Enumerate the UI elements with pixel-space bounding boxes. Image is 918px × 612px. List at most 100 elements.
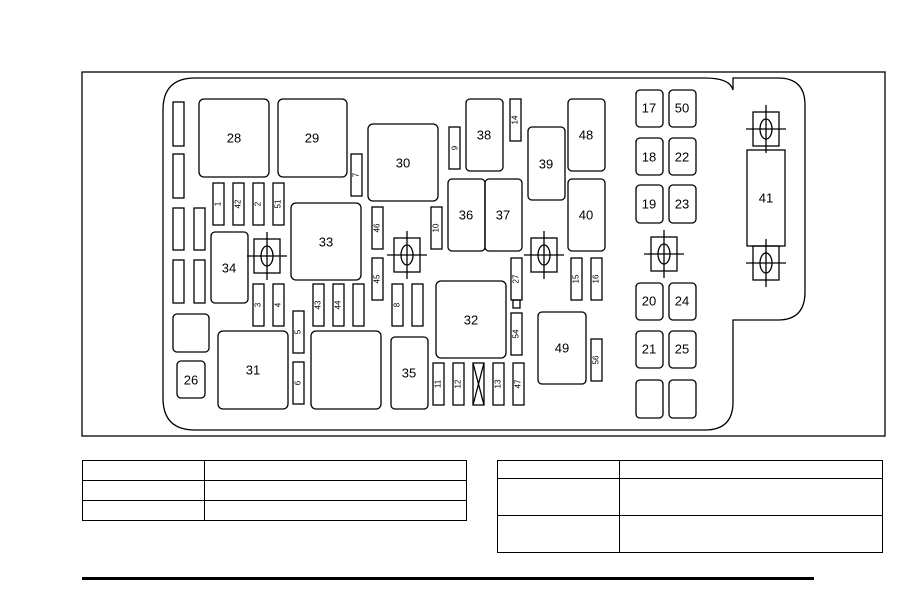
mounting-studs: [247, 105, 786, 287]
fuse-51: [272, 182, 285, 226]
fuse-10: [430, 206, 443, 250]
label-33: 33: [319, 235, 333, 250]
fuse-25: [668, 330, 697, 369]
relay-48: [567, 98, 606, 172]
fuse-crossed: [472, 362, 485, 406]
fuse-2: [252, 182, 265, 226]
label-30: 30: [396, 156, 410, 171]
relay-30: [367, 123, 439, 202]
label-35: 35: [402, 366, 416, 381]
fuse-15: [570, 257, 583, 301]
fuse-blank: [352, 283, 365, 327]
label-8: 8: [393, 302, 402, 307]
relay-38: [465, 98, 504, 172]
fuse-block-outline: [162, 77, 806, 431]
fuse-19: [635, 184, 664, 224]
mounting-stud-icon: [524, 231, 564, 279]
relay-37: [484, 178, 523, 252]
label-34: 34: [222, 261, 236, 276]
label-36: 36: [459, 208, 473, 223]
label-15: 15: [572, 274, 581, 283]
label-24: 24: [675, 294, 689, 309]
fuse-12: [452, 362, 465, 406]
label-1: 1: [214, 201, 223, 206]
table-cell: [204, 460, 467, 481]
label-49: 49: [555, 341, 569, 356]
mounting-stud-icon: [746, 105, 786, 153]
table-row: [497, 515, 883, 553]
fuse-4: [272, 283, 285, 327]
relay-blank-left: [172, 313, 210, 353]
label-40: 40: [579, 208, 593, 223]
fuse-23: [668, 184, 697, 224]
label-47: 47: [514, 379, 523, 388]
label-28: 28: [227, 131, 241, 146]
label-5: 5: [294, 329, 303, 334]
label-56: 56: [592, 355, 601, 364]
fuse-56: [590, 338, 603, 382]
label-20: 20: [642, 294, 656, 309]
fuse-9: [448, 126, 461, 170]
fuse-5: [292, 310, 305, 354]
label-32: 32: [464, 313, 478, 328]
fuse-47: [512, 362, 525, 406]
fuse-27-stub: [512, 299, 521, 309]
label-9: 9: [451, 145, 460, 150]
label-27: 27: [512, 274, 521, 283]
table-cell: [82, 480, 205, 501]
label-17: 17: [642, 101, 656, 116]
label-11: 11: [434, 379, 443, 388]
table-cell: [497, 478, 620, 516]
table-cell: [619, 478, 883, 516]
label-51: 51: [274, 199, 283, 208]
relay-32: [435, 280, 507, 359]
label-37: 37: [496, 208, 510, 223]
fuse-20: [635, 282, 664, 321]
relay-39: [527, 126, 566, 201]
label-12: 12: [454, 379, 463, 388]
label-38: 38: [477, 128, 491, 143]
fuse-46: [371, 206, 384, 250]
fuse-7: [350, 153, 363, 197]
label-44: 44: [334, 300, 343, 309]
fuse-42: [232, 182, 245, 226]
table-row: [82, 500, 467, 521]
label-50: 50: [675, 101, 689, 116]
table-row: [497, 460, 883, 479]
label-46: 46: [373, 223, 382, 232]
diagram-frame: [81, 71, 886, 437]
fuse-table-left: [82, 460, 467, 521]
fuse-17: [635, 89, 664, 128]
table-row: [497, 478, 883, 516]
mounting-stud-icon: [387, 231, 427, 279]
label-54: 54: [512, 329, 521, 338]
relay-35: [390, 336, 429, 410]
table-cell: [82, 500, 205, 521]
label-10: 10: [432, 223, 441, 232]
label-6: 6: [294, 380, 303, 385]
fuse-45: [371, 257, 384, 301]
label-19: 19: [642, 197, 656, 212]
slot-left: [172, 101, 185, 147]
slot-left: [193, 259, 206, 304]
relay-28: [198, 98, 270, 178]
relay-34: [210, 231, 249, 304]
fuse-22: [668, 137, 697, 176]
label-48: 48: [579, 128, 593, 143]
label-31: 31: [246, 363, 260, 378]
label-22: 22: [675, 150, 689, 165]
fuse-8: [391, 283, 404, 327]
fuse-50: [668, 89, 697, 128]
table-cell: [82, 460, 205, 481]
relay-31: [217, 330, 289, 410]
table-cell: [619, 515, 883, 553]
mounting-stud-icon: [247, 232, 287, 280]
slot-left: [172, 259, 185, 304]
fuse-18: [635, 137, 664, 176]
label-39: 39: [539, 157, 553, 172]
table-cell: [204, 480, 467, 501]
label-29: 29: [305, 131, 319, 146]
mounting-stud-icon: [644, 230, 684, 278]
fuse-54: [510, 312, 523, 356]
